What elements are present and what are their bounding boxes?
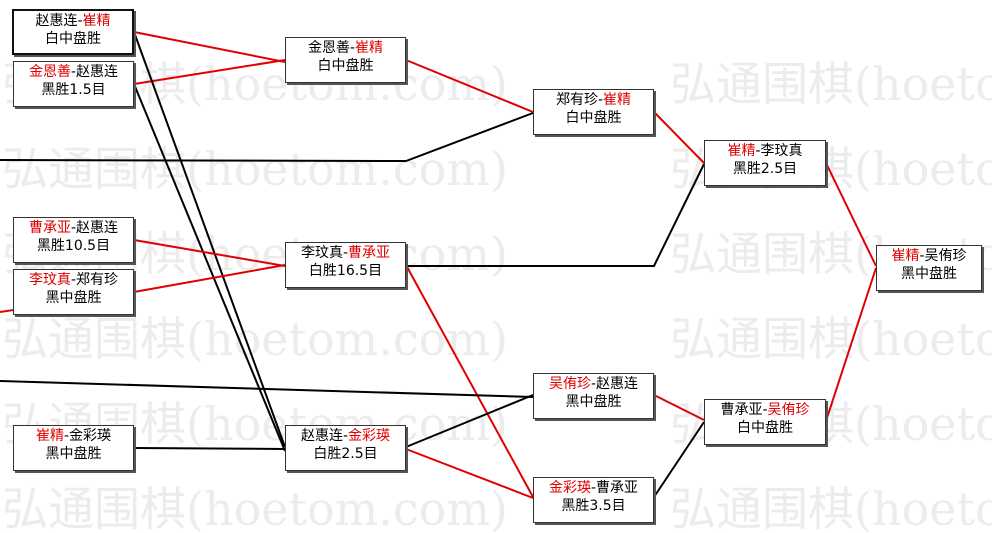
player-name-winner: 金恩善 bbox=[28, 64, 71, 80]
match-players: 李玟真-曹承亚 bbox=[300, 245, 391, 261]
match-players: 曹承亚-吴侑珍 bbox=[720, 402, 810, 418]
match-box-final: 崔精-吴侑珍 黑中盘胜 bbox=[876, 245, 982, 291]
match-box-r4-1: 崔精-李玟真 黑胜2.5目 bbox=[704, 140, 826, 186]
player-name-winner: 曹承亚 bbox=[348, 245, 391, 261]
player-name: 李玟真 bbox=[760, 143, 803, 159]
connector-line bbox=[405, 448, 534, 499]
match-players: 赵惠连-金彩瑛 bbox=[300, 428, 391, 444]
connector-line bbox=[405, 264, 534, 498]
match-players: 曹承亚-赵惠连 bbox=[28, 220, 119, 236]
player-name: 曹承亚 bbox=[720, 402, 763, 418]
match-players: 金恩善-赵惠连 bbox=[28, 64, 119, 80]
player-name: 李玟真 bbox=[300, 245, 343, 261]
player-name: 曹承亚 bbox=[596, 480, 639, 496]
player-name-winner: 金彩瑛 bbox=[348, 428, 391, 444]
player-name-winner: 金彩瑛 bbox=[548, 480, 591, 496]
connector-line bbox=[405, 59, 534, 113]
match-result: 黑胜2.5目 bbox=[732, 161, 798, 177]
player-name: 赵惠连 bbox=[76, 64, 119, 80]
player-name-winner: 李玟真 bbox=[28, 272, 71, 288]
match-result: 黑中盘胜 bbox=[45, 290, 102, 306]
match-players: 崔精-吴侑珍 bbox=[891, 248, 967, 264]
match-players: 金恩善-崔精 bbox=[307, 40, 384, 56]
match-result: 黑胜3.5目 bbox=[561, 498, 626, 514]
match-players: 崔精-金彩瑛 bbox=[35, 428, 112, 444]
player-name-winner: 崔精 bbox=[603, 92, 632, 108]
player-name: 郑有珍 bbox=[555, 92, 598, 108]
connector-line bbox=[405, 394, 534, 448]
match-box-r2-3: 赵惠连-金彩瑛 白胜2.5目 bbox=[285, 425, 406, 471]
player-name-winner: 崔精 bbox=[35, 428, 64, 444]
connector-line bbox=[653, 421, 705, 498]
match-box-r2-2: 李玟真-曹承亚 白胜16.5目 bbox=[285, 242, 406, 288]
match-result: 黑中盘胜 bbox=[45, 446, 102, 462]
player-name-winner: 崔精 bbox=[82, 13, 111, 29]
match-result: 白中盘胜 bbox=[737, 420, 793, 436]
connector-line bbox=[0, 112, 534, 163]
match-box-r3-1: 郑有珍-崔精 白中盘胜 bbox=[533, 89, 654, 135]
match-players: 郑有珍-崔精 bbox=[555, 92, 632, 108]
match-result: 黑中盘胜 bbox=[901, 266, 957, 282]
match-result: 白胜16.5目 bbox=[308, 263, 383, 279]
connector-line bbox=[406, 163, 705, 267]
player-name: 赵惠连 bbox=[76, 220, 119, 236]
player-name-winner: 崔精 bbox=[727, 143, 756, 159]
player-name: 金恩善 bbox=[307, 40, 350, 56]
match-players: 崔精-李玟真 bbox=[727, 143, 803, 159]
connector-line bbox=[133, 31, 286, 448]
player-name-winner: 崔精 bbox=[891, 248, 920, 264]
player-name: 赵惠连 bbox=[300, 428, 343, 444]
connector-line bbox=[133, 83, 286, 452]
player-name: 郑有珍 bbox=[76, 272, 119, 288]
match-players: 金彩瑛-曹承亚 bbox=[548, 480, 639, 496]
match-result: 黑胜10.5目 bbox=[36, 238, 111, 254]
player-name-winner: 崔精 bbox=[355, 40, 384, 56]
player-name: 金彩瑛 bbox=[69, 428, 112, 444]
connector-line bbox=[133, 59, 286, 85]
player-name-winner: 吴侑珍 bbox=[548, 376, 591, 392]
connector-line bbox=[133, 447, 286, 450]
match-result: 黑胜1.5目 bbox=[41, 82, 106, 98]
connector-line bbox=[133, 239, 286, 267]
match-box-r1-2: 金恩善-赵惠连 黑胜1.5目 bbox=[13, 61, 134, 107]
match-box-r1-1: 赵惠连-崔精 白中盘胜 bbox=[12, 9, 134, 55]
connector-line bbox=[653, 111, 705, 164]
player-name-winner: 曹承亚 bbox=[28, 220, 71, 236]
connector-line bbox=[825, 267, 877, 422]
match-players: 赵惠连-崔精 bbox=[35, 13, 111, 29]
player-name: 吴侑珍 bbox=[924, 248, 967, 264]
match-box-r2-1: 金恩善-崔精 白中盘胜 bbox=[285, 37, 406, 83]
match-result: 黑中盘胜 bbox=[565, 394, 622, 410]
match-box-r1-5: 崔精-金彩瑛 黑中盘胜 bbox=[13, 425, 134, 471]
match-box-r3-3: 金彩瑛-曹承亚 黑胜3.5目 bbox=[533, 477, 654, 523]
match-box-r1-4: 李玟真-郑有珍 黑中盘胜 bbox=[13, 269, 134, 315]
player-name-winner: 吴侑珍 bbox=[767, 402, 810, 418]
connector-line bbox=[0, 380, 534, 398]
player-name: 赵惠连 bbox=[35, 13, 78, 29]
player-name: 赵惠连 bbox=[596, 376, 639, 392]
match-box-r3-2: 吴侑珍-赵惠连 黑中盘胜 bbox=[533, 373, 654, 419]
connector-line bbox=[825, 162, 877, 267]
match-result: 白中盘胜 bbox=[45, 31, 101, 47]
match-box-r4-2: 曹承亚-吴侑珍 白中盘胜 bbox=[704, 399, 826, 445]
match-players: 吴侑珍-赵惠连 bbox=[548, 376, 639, 392]
connector-line bbox=[133, 31, 286, 63]
match-result: 白胜2.5目 bbox=[313, 446, 378, 462]
match-result: 白中盘胜 bbox=[317, 58, 374, 74]
match-players: 李玟真-郑有珍 bbox=[28, 272, 119, 288]
match-result: 白中盘胜 bbox=[565, 110, 622, 126]
connector-line bbox=[653, 394, 705, 421]
match-box-r1-3: 曹承亚-赵惠连 黑胜10.5目 bbox=[13, 217, 134, 263]
